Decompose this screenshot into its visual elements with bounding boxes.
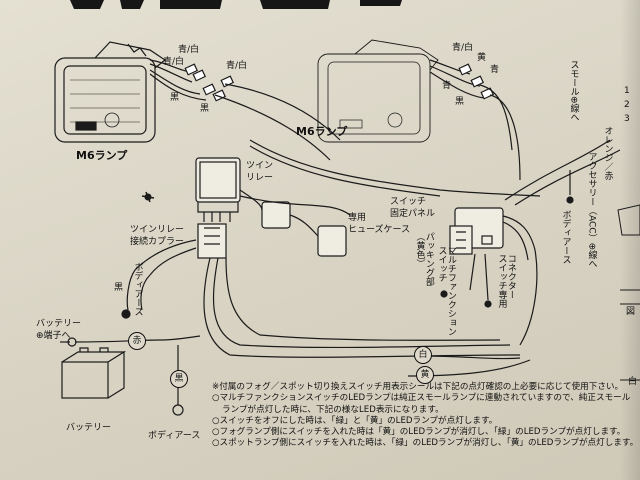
label-black-mid: 黒 xyxy=(114,283,124,293)
edge-item-5: 白 xyxy=(628,377,638,387)
note-line: ○スポットランプ側にスイッチを入れた時は、「緑」のLEDランプが消灯し、「黄」の… xyxy=(212,438,639,449)
label-blue-1: 青 xyxy=(490,65,500,75)
relay-coupler xyxy=(197,223,227,259)
label-body-earth-right: ボディアース xyxy=(560,210,571,264)
fuse-case-2 xyxy=(317,225,347,257)
marker-white: 白 xyxy=(414,346,432,364)
label-battery: バッテリー xyxy=(66,423,112,433)
right-lamp-housing xyxy=(317,53,431,143)
twin-relay-body xyxy=(195,157,241,203)
label-twin-relay: ツイン リレー xyxy=(246,161,274,183)
label-m6-lamp-right: M6ランプ xyxy=(296,125,348,138)
label-fuse-case: 専用 ヒューズケース xyxy=(348,213,411,235)
marker-red: 赤 xyxy=(128,332,146,350)
label-body-earth-bottom: ボディアース xyxy=(148,431,201,441)
label-m6-lamp-left: M6ランプ xyxy=(76,149,128,162)
notes-block: ※付属のフォグ／スポット切り換えスイッチ用表示シールは下記の点灯確認の上必要に応… xyxy=(212,382,638,450)
label-orange-red: オレンジ／赤 xyxy=(602,126,613,180)
label-accessory-wire: アクセサリー（ACC）⊕線へ xyxy=(586,152,597,269)
note-line: ○マルチファンクションスイッチのLEDランプは純正スモールランプに連動されていま… xyxy=(212,393,631,404)
label-black-1: 黒 xyxy=(170,93,180,103)
label-connector-switch: コネクター スイッチ専用 xyxy=(496,254,516,308)
label-battery-terminal: バッテリー ⊕端子へ xyxy=(36,319,82,341)
label-multi-function-switch: マルチファンクション スイッチ xyxy=(436,246,456,336)
edge-item-2: 2 xyxy=(624,100,630,110)
page-edge-shadow xyxy=(620,0,640,480)
label-black-2: 黒 xyxy=(200,104,210,114)
label-black-3: 黒 xyxy=(455,97,465,107)
label-twin-relay-coupler: ツインリレー 接続カプラー xyxy=(130,225,185,247)
note-line: ランプが点灯した時に、下記の様なLED表示になります。 xyxy=(222,404,444,415)
label-small-lamp: スモール⊕線へ xyxy=(568,60,579,122)
edge-item-3: 3 xyxy=(624,114,630,124)
label-blue-white-4: 青/白 xyxy=(452,43,474,53)
label-blue-white-3: 青/白 xyxy=(226,61,248,71)
title-banner-fragment xyxy=(60,0,420,10)
note-line: ○スイッチをオフにした時は、「緑」と「黄」のLEDランプが点灯します。 xyxy=(212,415,498,426)
marker-yellow: 黄 xyxy=(416,366,434,384)
marker-black: 黒 xyxy=(170,370,188,388)
edge-item-4: 図 xyxy=(626,307,636,317)
left-lamp-housing xyxy=(54,57,156,143)
battery-box xyxy=(61,361,109,399)
note-line: ※付属のフォグ／スポット切り換えスイッチ用表示シールは下記の点灯確認の上必要に応… xyxy=(212,382,624,392)
label-switch-panel: スイッチ 固定パネル xyxy=(390,197,436,219)
label-yellow-1: 黄 xyxy=(477,53,487,63)
edge-item-1: 1 xyxy=(624,86,630,96)
label-body-earth-mid: ボディアース xyxy=(132,262,143,316)
label-blue-2: 青 xyxy=(442,81,452,91)
fuse-case-1 xyxy=(261,201,291,229)
label-blue-white-2: 青/白 xyxy=(163,57,185,67)
label-packing: パッキング部 （黄色） xyxy=(414,232,434,286)
note-line: ○フォグランプ側にスイッチを入れた時は「黄」のLEDランプが消灯し、「緑」のLE… xyxy=(212,427,626,438)
label-blue-white-1: 青/白 xyxy=(178,45,200,55)
